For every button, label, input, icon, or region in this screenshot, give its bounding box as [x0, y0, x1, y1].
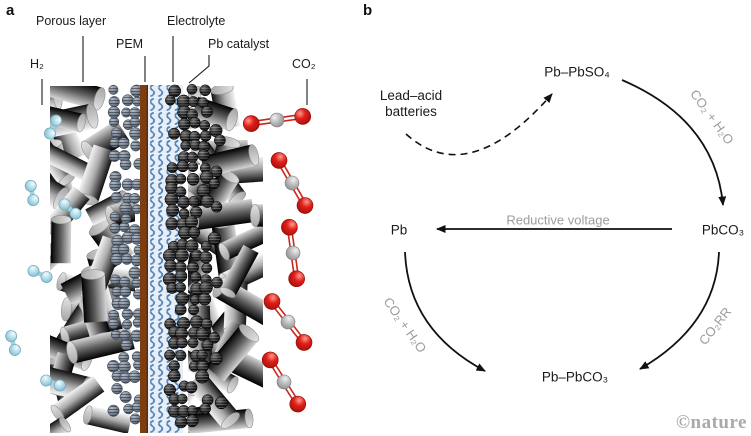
pem-label: PEM [116, 37, 144, 51]
h2-gas-label: H₂ [30, 57, 44, 71]
co2-molecule [261, 351, 307, 413]
pb-catalyst-particles [162, 83, 228, 429]
h2-molecule [24, 179, 40, 207]
h2-molecule [44, 114, 62, 140]
label-leader-lines [41, 36, 308, 105]
cell-illustration [5, 36, 314, 433]
arrow-pbco3-to-pbpbco3 [639, 251, 720, 370]
co2-molecule [263, 293, 313, 351]
co2-molecule [270, 152, 314, 214]
co2-molecule [281, 218, 305, 288]
lead-acid-line2: batteries [385, 104, 437, 119]
pem-membrane [140, 85, 148, 433]
arrow-pb-to-pbpbco3 [404, 251, 486, 372]
electrolyte-label: Electrolyte [167, 14, 226, 28]
h2-molecule [5, 330, 21, 356]
edge-label-reductive-voltage: Reductive voltage [506, 212, 610, 228]
node-pb-pbso4: Pb–PbSO₄ [544, 64, 610, 80]
h2-molecule [40, 374, 66, 392]
porous-layer-label: Porous layer [36, 14, 107, 28]
co2-gas-label: CO₂ [292, 57, 316, 71]
node-pbco3: PbCO₃ [701, 222, 745, 238]
panel-b: b Lead–acid batteries Pb–PbSO₄ PbCO₃ Pb … [360, 0, 751, 436]
pb-catalyst-label: Pb catalyst [208, 37, 270, 51]
anode-catalyst-particles [107, 84, 145, 425]
lead-acid-line1: Lead–acid [379, 88, 443, 103]
panel-b-label: b [363, 2, 373, 19]
arrow-batteries-to-pbso4 [405, 93, 553, 156]
arrow-pbso4-to-pbco3 [621, 79, 727, 206]
co2-molecule [242, 108, 312, 132]
panel-a: a Porous layer PEM Electrolyte Pb cataly… [0, 0, 360, 436]
h2-molecule [58, 198, 82, 220]
cycle-diagram-arrows [404, 79, 727, 372]
lead-acid-batteries-label: Lead–acid batteries [380, 88, 442, 120]
node-pb: Pb [390, 222, 408, 238]
nature-watermark: ©nature [675, 412, 747, 433]
gas-molecules [5, 108, 314, 413]
panel-a-label: a [6, 2, 15, 19]
h2-molecule [27, 265, 53, 283]
node-pb-pbco3: Pb–PbCO₃ [541, 369, 609, 385]
